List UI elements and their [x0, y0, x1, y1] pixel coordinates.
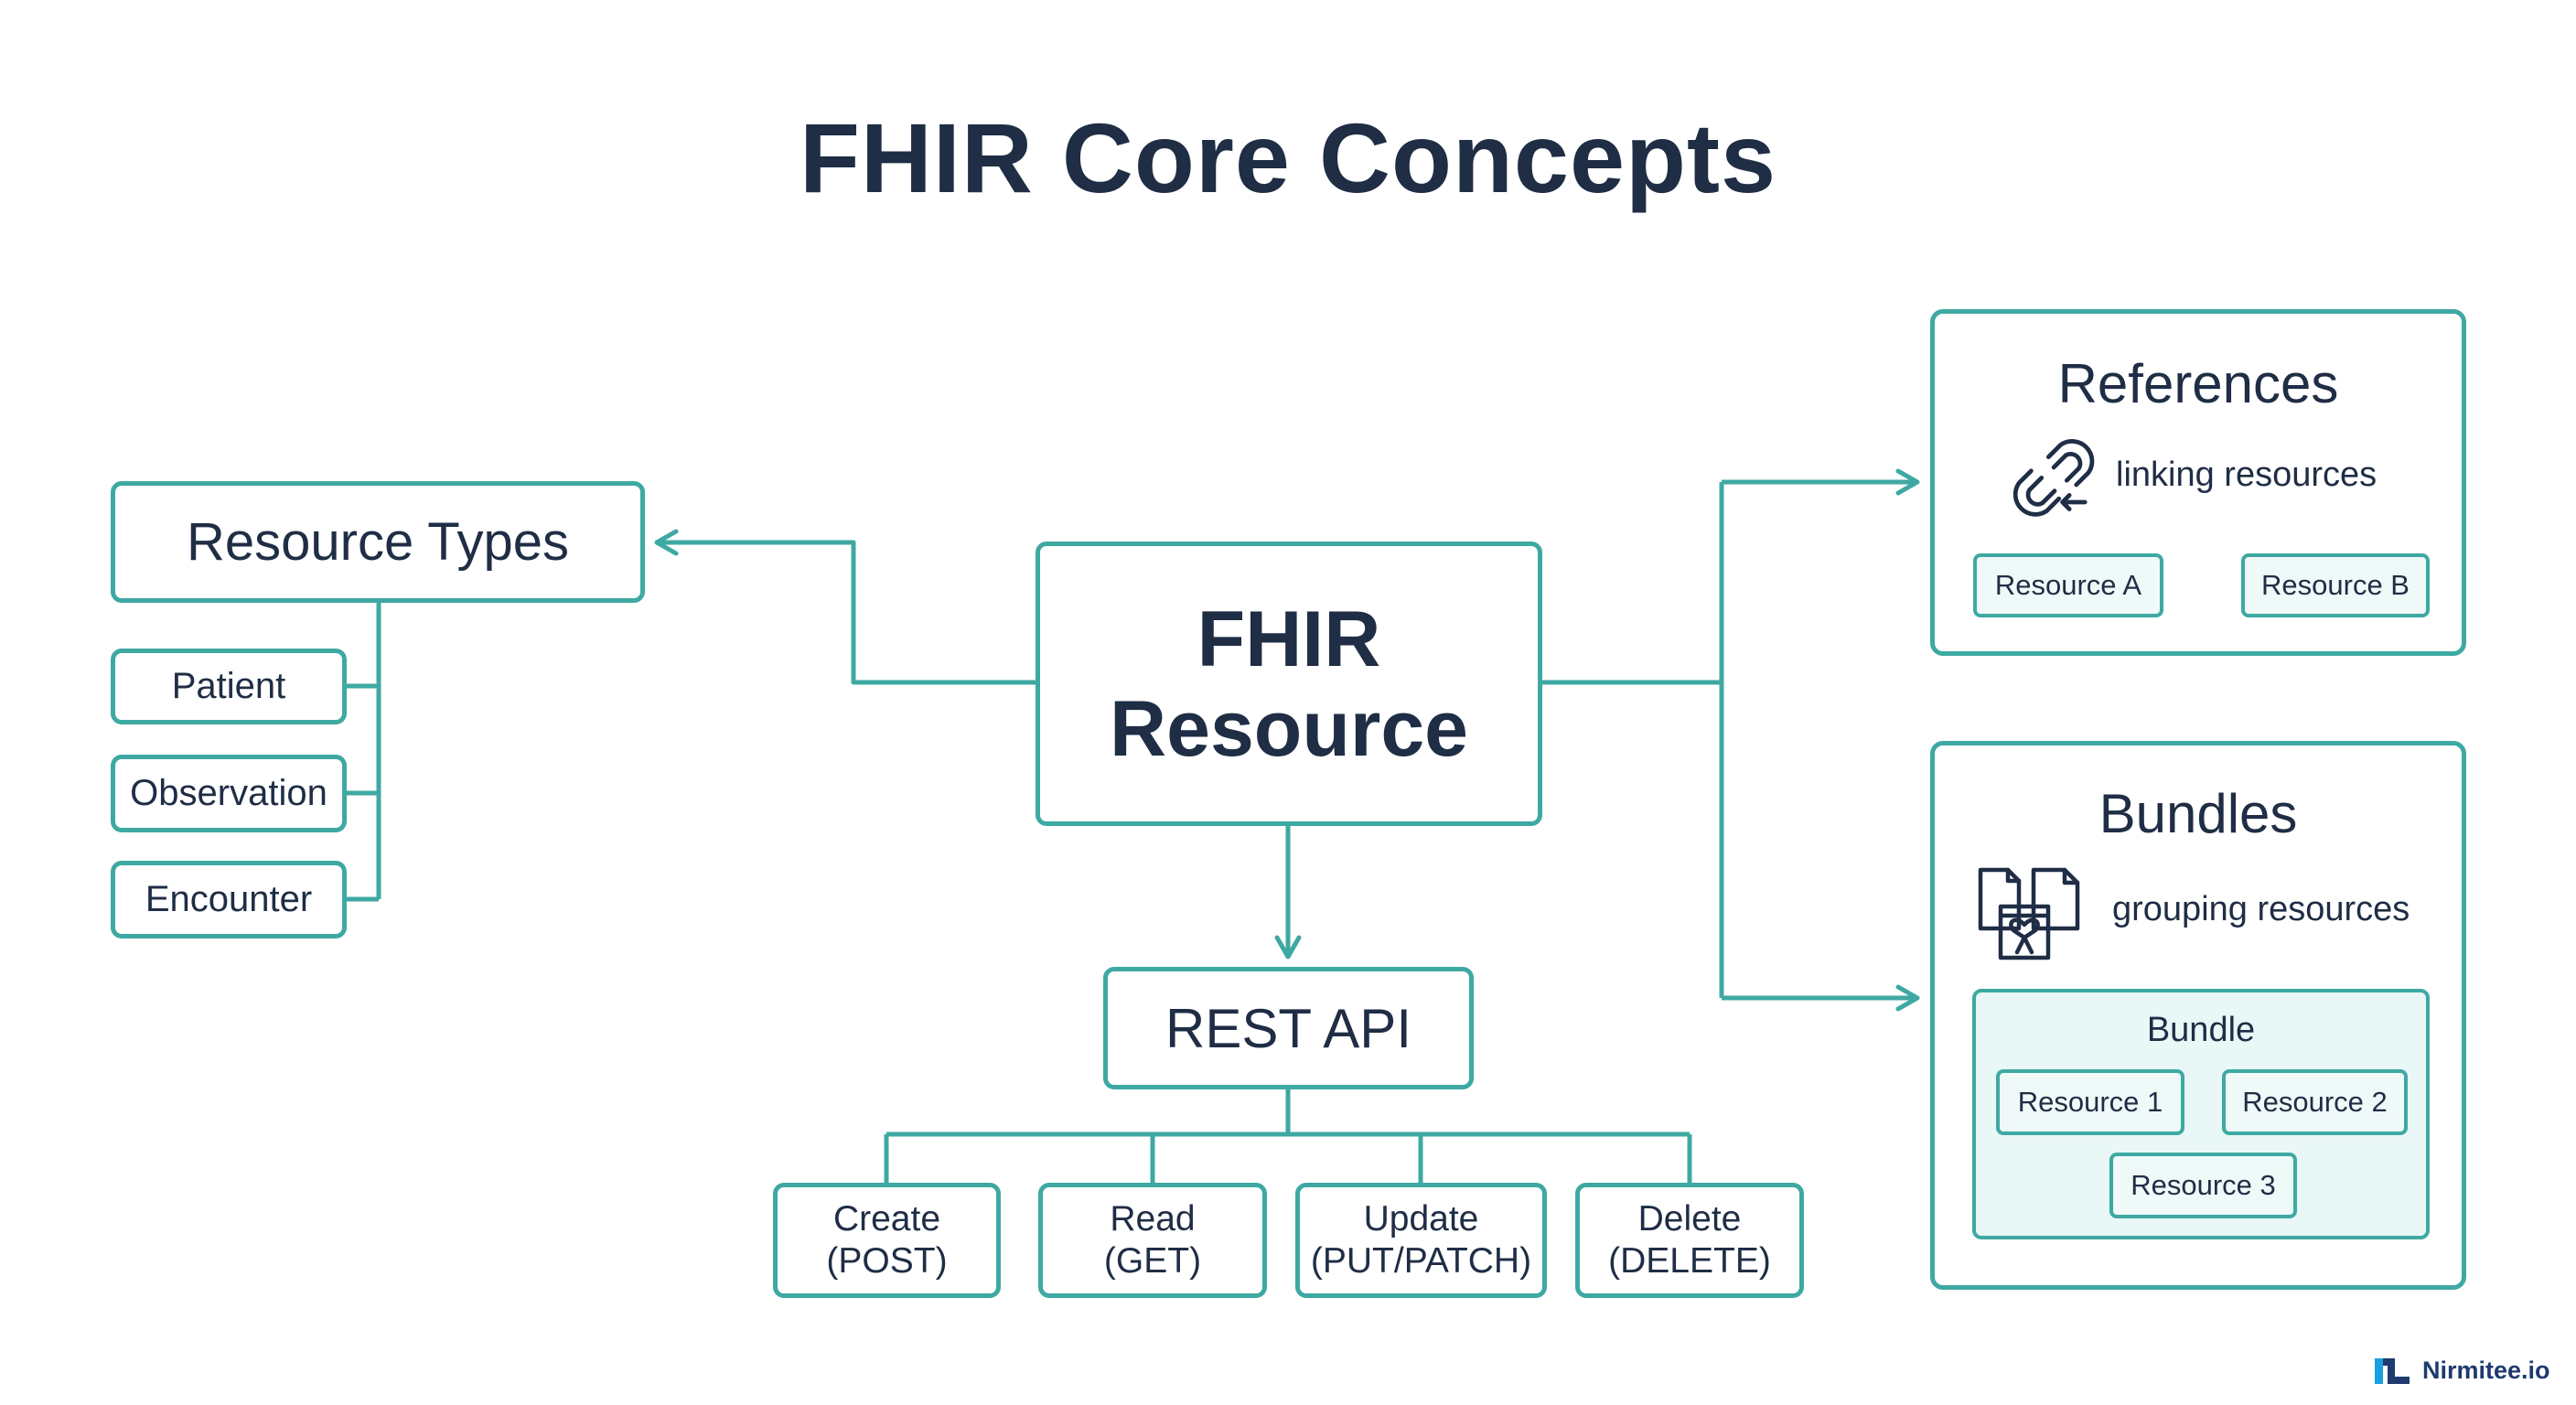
edge-center-to-resource-types — [654, 529, 1036, 685]
operation-name: Delete — [1637, 1199, 1742, 1239]
references-panel: References linking resources Resource A … — [1930, 309, 2466, 656]
resource-type-patient[interactable]: Patient — [111, 649, 347, 724]
operation-create[interactable]: Create (POST) — [773, 1183, 1001, 1298]
resource-type-observation[interactable]: Observation — [111, 755, 347, 832]
brand-name: Nirmitee.io — [2422, 1356, 2550, 1384]
fhir-resource-line2: Resource — [1110, 684, 1468, 773]
operation-method: (DELETE) — [1608, 1241, 1771, 1281]
operation-method: (POST) — [826, 1241, 948, 1281]
operation-name: Create — [832, 1199, 941, 1239]
rest-api-node[interactable]: REST API — [1103, 967, 1474, 1089]
reference-resource-a[interactable]: Resource A — [1973, 553, 2163, 617]
link-icon — [2012, 439, 2095, 517]
operation-method: (PUT/PATCH) — [1310, 1241, 1532, 1281]
edge-rest-api-operations — [884, 1089, 1692, 1183]
nirmitee-logo-icon — [2375, 1358, 2410, 1384]
bundles-subtitle: grouping resources — [2112, 890, 2410, 928]
operation-update[interactable]: Update (PUT/PATCH) — [1295, 1183, 1547, 1298]
bundle-resource-2[interactable]: Resource 2 — [2222, 1069, 2408, 1135]
references-subtitle: linking resources — [2116, 456, 2377, 494]
diagram-title: FHIR Core Concepts — [799, 102, 1777, 213]
fhir-resource-node[interactable]: FHIR Resource — [1036, 542, 1542, 826]
references-title: References — [2057, 353, 2339, 414]
resource-type-encounter[interactable]: Encounter — [111, 861, 347, 938]
bundle-container: Bundle Resource 1 Resource 2 Resource 3 — [1972, 989, 2430, 1239]
bundle-label: Bundle — [2146, 1011, 2256, 1049]
operation-method: (GET) — [1103, 1241, 1202, 1281]
edge-center-to-panels — [1542, 482, 1724, 998]
resource-types-node[interactable]: Resource Types — [111, 481, 645, 603]
operation-name: Update — [1363, 1199, 1479, 1239]
brand-watermark: Nirmitee.io — [2373, 1352, 2550, 1389]
fhir-resource-line1: FHIR — [1197, 595, 1381, 683]
reference-resource-b[interactable]: Resource B — [2241, 553, 2430, 617]
operation-delete[interactable]: Delete (DELETE) — [1575, 1183, 1804, 1298]
documents-bundle-icon — [1978, 867, 2080, 960]
operation-name: Read — [1110, 1199, 1196, 1239]
bundles-title: Bundles — [2098, 783, 2298, 844]
operation-read[interactable]: Read (GET) — [1038, 1183, 1267, 1298]
bundle-resource-1[interactable]: Resource 1 — [1996, 1069, 2184, 1135]
bundle-resource-3[interactable]: Resource 3 — [2109, 1153, 2297, 1218]
bundles-panel: Bundles grouping resources Bundle Resour… — [1930, 741, 2466, 1290]
